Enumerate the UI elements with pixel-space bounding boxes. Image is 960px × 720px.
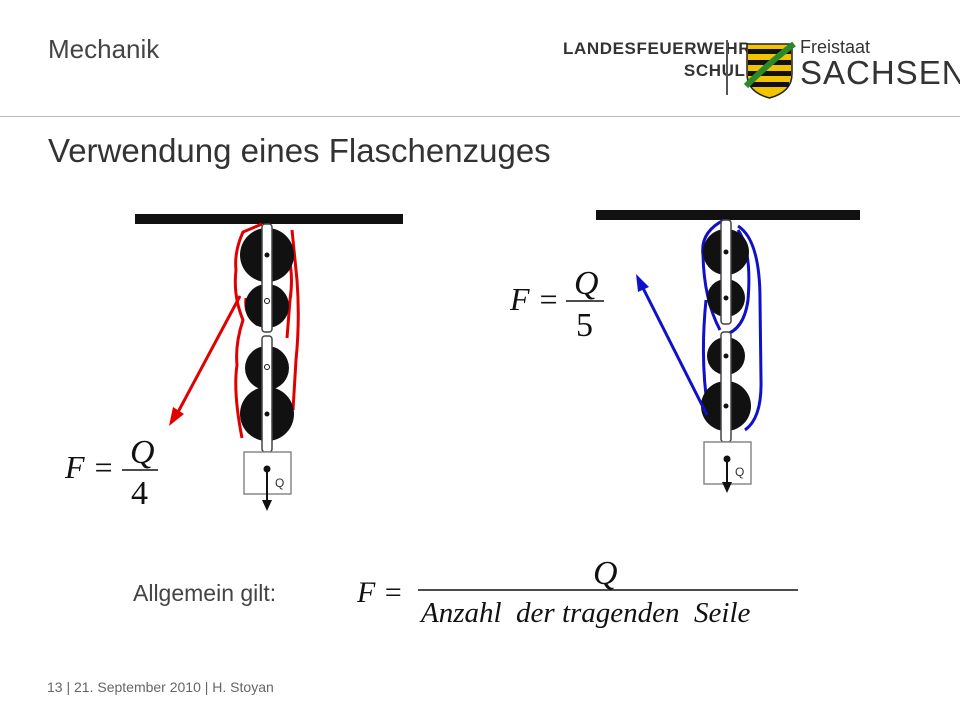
brand-logo: Freistaat SACHSEN	[800, 38, 960, 90]
right-ceiling-beam	[596, 210, 860, 220]
formula-general: F = Q Anzahl der tragenden Seile	[356, 555, 798, 629]
formula-left: F = Q 4	[64, 434, 158, 512]
left-load-label: Q	[275, 476, 284, 490]
brand-line1: Freistaat	[800, 37, 871, 57]
formula-left-numerator: Q	[130, 434, 155, 471]
right-upper-strap	[720, 219, 732, 325]
left-ceiling-beam	[135, 214, 403, 224]
formula-right-lhs: F =	[509, 281, 559, 317]
org-name: LANDESFEUERWEHR- SCHULE	[563, 38, 757, 82]
formula-left-lhs: F =	[64, 449, 114, 485]
right-pulley-system: Q	[596, 210, 860, 493]
section-topic: Mechanik	[48, 34, 160, 64]
footer-date: 21. September 2010	[74, 679, 201, 695]
brand-line2: SACHSEN	[800, 54, 960, 91]
right-lower-strap	[720, 331, 732, 443]
formula-general-denominator: Anzahl der tragenden Seile	[419, 597, 751, 629]
footer-separator: |	[204, 679, 209, 695]
right-load-label: Q	[735, 465, 744, 479]
formula-left-denominator: 4	[131, 475, 148, 512]
logo-separator	[726, 40, 728, 95]
left-pulley-system: Q	[135, 214, 403, 511]
left-upper-strap	[261, 223, 273, 333]
slide-title: Verwendung eines Flaschenzuges	[48, 132, 551, 169]
formula-general-lhs: F =	[356, 576, 403, 609]
general-rule-label: Allgemein gilt:	[133, 580, 277, 606]
footer-page-number: 13	[47, 679, 63, 695]
org-name-line1: LANDESFEUERWEHR-	[563, 39, 758, 58]
left-upper-block	[240, 223, 294, 333]
right-rope	[701, 218, 763, 432]
header-divider	[0, 116, 960, 117]
formula-right-denominator: 5	[576, 307, 593, 344]
left-pull-arrow	[175, 295, 242, 415]
formula-right: F = Q 5	[509, 265, 604, 344]
formula-general-numerator: Q	[593, 555, 618, 592]
slide-footer: 13 | 21. September 2010 | H. Stoyan	[47, 679, 274, 695]
org-name-line2: SCHULE	[683, 61, 758, 80]
footer-author: H. Stoyan	[212, 679, 274, 695]
left-lower-block	[240, 335, 294, 453]
right-pull-arrow	[640, 285, 709, 416]
footer-separator: |	[66, 679, 71, 695]
left-lower-strap	[261, 335, 273, 453]
formula-right-numerator: Q	[574, 265, 599, 302]
right-lower-block	[701, 331, 751, 443]
left-rope	[233, 222, 300, 439]
right-upper-block	[703, 219, 749, 325]
